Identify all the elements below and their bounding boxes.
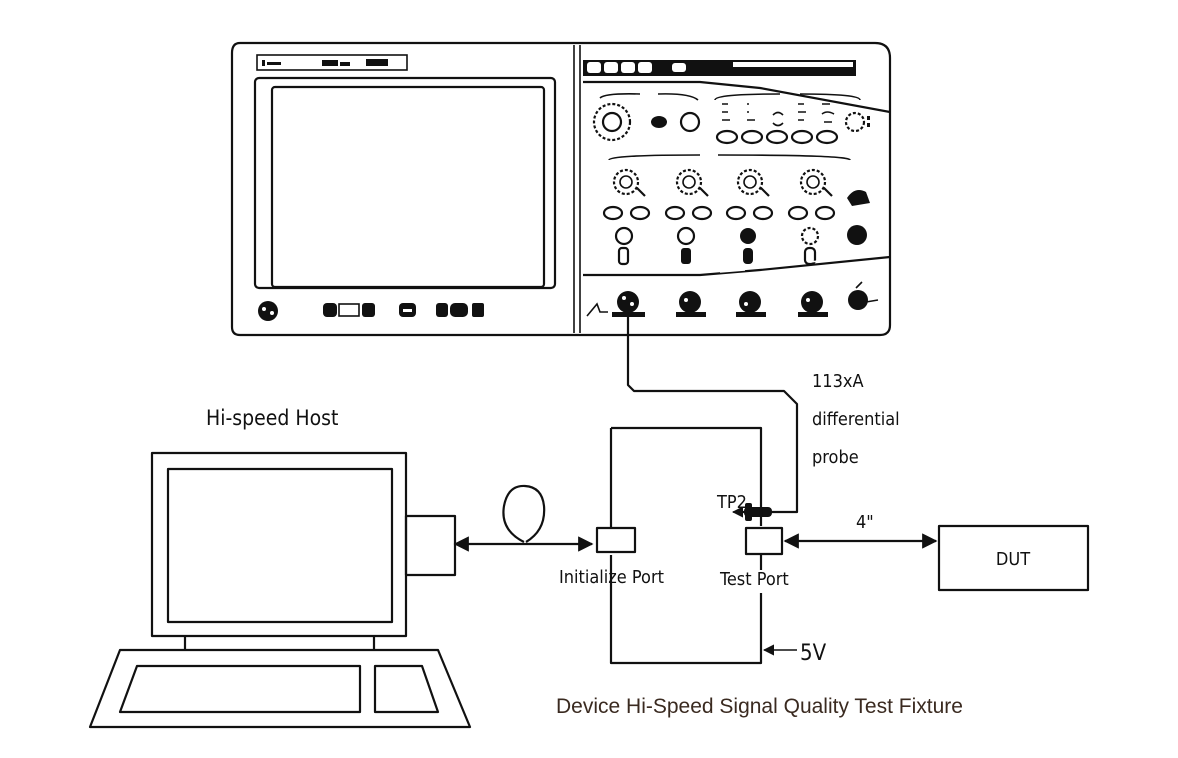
- probe-label-line-3: probe: [812, 447, 859, 468]
- probe-label-line-2: differential: [812, 409, 900, 430]
- oscilloscope: [230, 41, 892, 337]
- cable-length-label: 4": [856, 512, 874, 533]
- channel-inputs: [586, 281, 879, 317]
- oscilloscope-icon: [230, 41, 892, 337]
- scope-screen: [270, 85, 546, 289]
- dut: DUT: [937, 524, 1090, 592]
- test-fixture: TP2 Initialize Port Test Port 5V: [559, 426, 827, 666]
- power-5v-label: 5V: [800, 641, 827, 666]
- differential-probe-cable: [626, 317, 799, 521]
- dut-cable: 4": [783, 512, 938, 549]
- test-port-label: Test Port: [719, 569, 789, 590]
- scope-screen-bezel: [253, 76, 557, 290]
- tp2-label: TP2: [716, 492, 747, 513]
- initialize-port: [595, 526, 637, 554]
- test-port: [744, 526, 784, 556]
- host-label: Hi-speed Host: [206, 406, 338, 430]
- desktop-computer-icon: [88, 451, 472, 729]
- probe-label-line-1: 113xA: [812, 371, 864, 392]
- channel-controls: [602, 168, 870, 266]
- hi-speed-host: Hi-speed Host: [88, 406, 472, 729]
- dut-label: DUT: [996, 549, 1030, 570]
- scope-front-panel: [583, 60, 891, 317]
- diagram-caption: Device Hi-Speed Signal Quality Test Fixt…: [556, 695, 963, 718]
- scope-softkeys: [258, 301, 484, 321]
- model-label: [256, 54, 408, 71]
- initialize-port-label: Initialize Port: [559, 567, 664, 588]
- usb-cable: [453, 484, 594, 552]
- dut-box: [937, 524, 1090, 592]
